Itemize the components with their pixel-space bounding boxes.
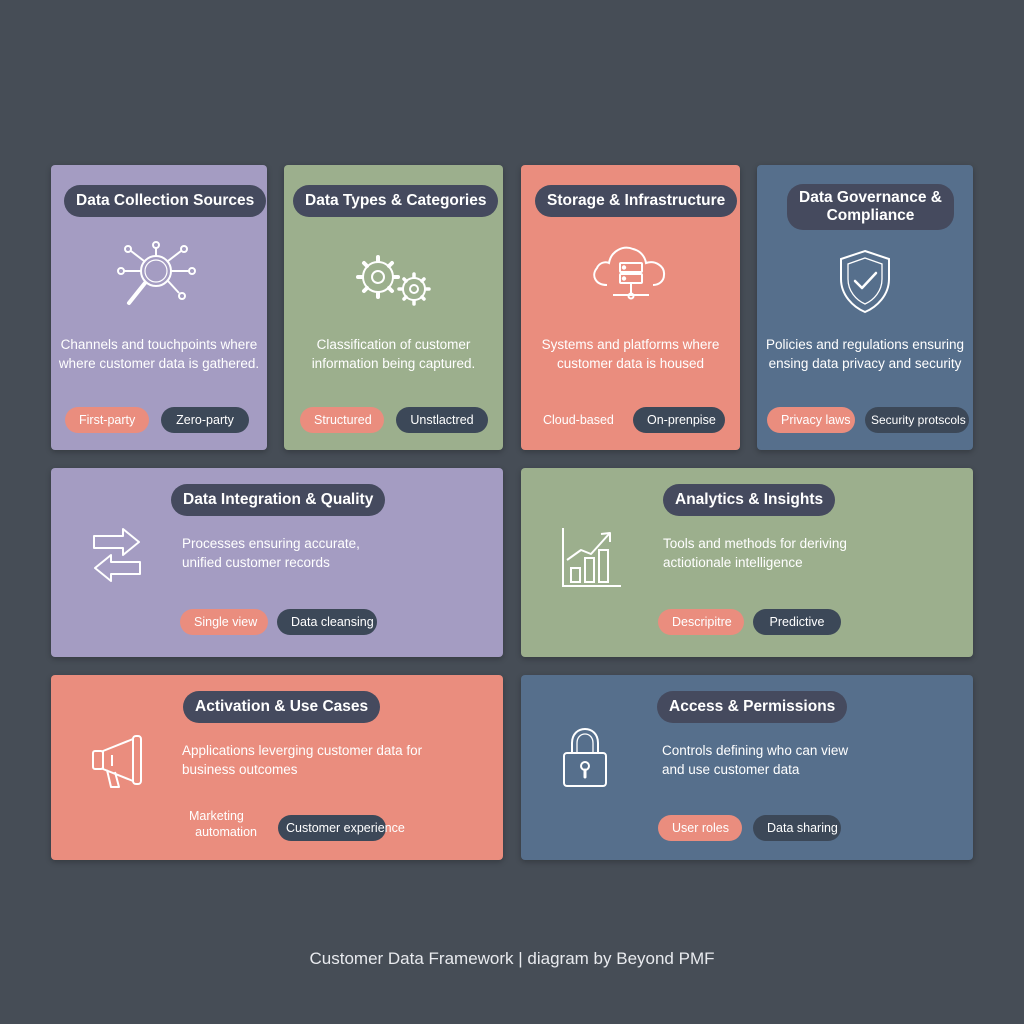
tag-customer-experience: Customer experience (278, 815, 405, 841)
description-line: Processes ensuring accurate, (182, 536, 360, 551)
card-title: Access & Permissions (657, 691, 848, 723)
title-line: Data Governance & (799, 189, 942, 206)
megaphone-icon (89, 733, 149, 791)
tag-privacy-laws: Privacy laws (767, 407, 855, 433)
description-line: Controls defining who can view (662, 743, 849, 758)
tag-data-cleansing: Data cleansing (277, 609, 377, 635)
tag-data-sharing: Data sharing (753, 815, 841, 841)
description-line: where customer data is gathered. (58, 356, 260, 371)
card-data-governance-compliance: Data Governance & Compliance Policies an… (757, 165, 973, 450)
card-activation-use-cases: Activation & Use Cases Applications leve… (51, 675, 503, 860)
padlock-icon (561, 727, 609, 789)
tag-descriptive: Descripitre (658, 609, 744, 635)
card-description: Controls defining who can view and use c… (662, 741, 848, 779)
tag-single-view: Single view (180, 609, 268, 635)
card-access-permissions: Access & Permissions Controls defining w… (521, 675, 973, 860)
tag-line: Marketing (189, 809, 244, 823)
card-description: Processes ensuring accurate, unified cus… (182, 534, 360, 572)
tag-predictive: Predictive (753, 609, 841, 635)
description-line: and use customer data (662, 762, 800, 777)
gears-icon (350, 249, 436, 309)
network-search-icon (115, 241, 201, 311)
description-line: customer data is housed (556, 356, 705, 371)
card-title: Activation & Use Cases (183, 691, 381, 723)
card-title: Data Integration & Quality (171, 484, 386, 516)
description-line: business outcomes (182, 762, 298, 777)
card-description: Policies and regulations ensuring ensing… (757, 335, 973, 373)
card-description: Channels and touchpoints where where cus… (51, 335, 267, 373)
cloud-server-icon (589, 239, 673, 305)
card-title: Analytics & Insights (663, 484, 836, 516)
tag-cloud-based: Cloud-based (543, 413, 614, 427)
card-title: Data Governance & Compliance (787, 184, 954, 230)
card-data-collection-sources: Data Collection Sources Channels and tou… (51, 165, 267, 450)
card-description: Applications leverging customer data for… (182, 741, 422, 779)
description-line: Channels and touchpoints where (60, 337, 258, 352)
description-line: actiotionale intelligence (663, 555, 803, 570)
description-line: Systems and platforms where (541, 337, 720, 352)
card-description: Classification of customer information b… (284, 335, 503, 373)
description-line: unified customer records (182, 555, 330, 570)
description-line: Policies and regulations ensuring (765, 337, 965, 352)
bar-chart-trend-icon (559, 524, 623, 590)
tag-line: automation (195, 825, 257, 839)
tag-zero-party: Zero-party (161, 407, 249, 433)
tag-security-protocols: Security protscols (865, 407, 969, 433)
title-line: Compliance (826, 207, 915, 224)
card-title: Data Types & Categories (293, 185, 499, 217)
card-title: Data Collection Sources (64, 185, 267, 217)
card-description: Tools and methods for deriving actiotion… (663, 534, 847, 572)
description-line: Classification of customer (316, 337, 471, 352)
tag-user-roles: User roles (658, 815, 742, 841)
card-data-integration-quality: Data Integration & Quality Processes ens… (51, 468, 503, 657)
card-data-types-categories: Data Types & Categories Classification o… (284, 165, 503, 450)
tag-marketing-automation: Marketing automation (189, 808, 257, 842)
description-line: ensing data privacy and security (768, 356, 962, 371)
card-analytics-insights: Analytics & Insights Tools and methods f… (521, 468, 973, 657)
card-storage-infrastructure: Storage & Infrastructure Systems and pla… (521, 165, 740, 450)
tag-first-party: First-party (65, 407, 149, 433)
tag-unstructured: Unstlactred (396, 407, 488, 433)
card-title: Storage & Infrastructure (535, 185, 738, 217)
card-description: Systems and platforms where customer dat… (521, 335, 740, 373)
tag-structured: Structured (300, 407, 384, 433)
description-line: Tools and methods for deriving (663, 536, 847, 551)
tag-on-premise: On-prenpise (633, 407, 725, 433)
description-line: information being captured. (311, 356, 476, 371)
footer-caption: Customer Data Framework | diagram by Bey… (309, 949, 715, 968)
shield-check-icon (837, 249, 893, 315)
arrows-exchange-icon (91, 526, 143, 584)
description-line: Applications leverging customer data for (182, 743, 423, 758)
